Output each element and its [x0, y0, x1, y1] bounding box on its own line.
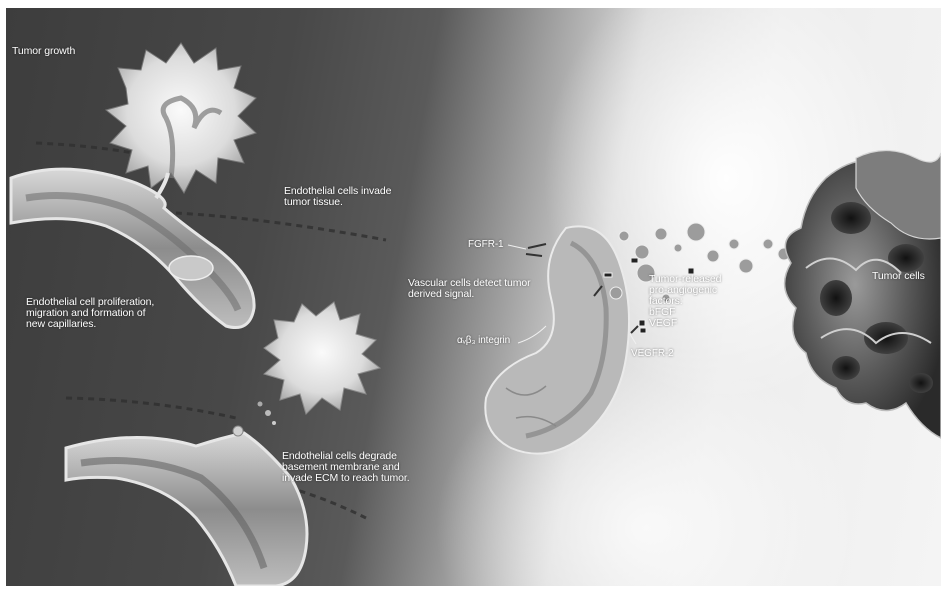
- invade-tissue-label: Endothelial cells invade tumor tissue.: [284, 186, 391, 208]
- degrade-label: Endothelial cells degrade basement membr…: [282, 451, 410, 484]
- vascular-detect-label: Vascular cells detect tumor derived sign…: [408, 278, 531, 300]
- tumor-cells-label: Tumor cells: [872, 271, 925, 282]
- proliferation-label: Endothelial cell proliferation, migratio…: [26, 297, 154, 330]
- tumor-cell-cluster: [785, 151, 941, 439]
- fgfr1-label: FGFR-1: [468, 239, 504, 250]
- integrin-label: αᵥβ₃ integrin: [457, 335, 510, 346]
- middle-white-cell: [258, 302, 381, 425]
- vegfr2-label: VEGFR-2: [631, 348, 674, 359]
- illustration-frame: Tumor growth Endothelial cells invade tu…: [6, 8, 941, 586]
- lower-vessel: [66, 426, 307, 586]
- tumor-growth-label: Tumor growth: [12, 46, 75, 57]
- tumor-released-label: Tumor-released pro-angiogenic factors: b…: [649, 274, 721, 329]
- upper-tumor-cell: [106, 43, 256, 193]
